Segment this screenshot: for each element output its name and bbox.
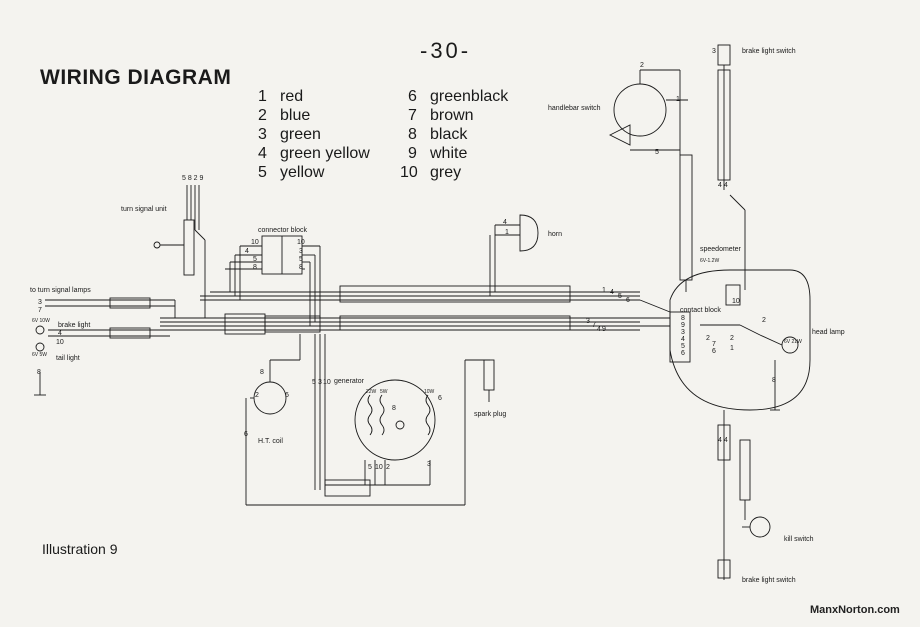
wire-number: 7	[592, 322, 596, 329]
wire-number: 5	[655, 149, 659, 156]
wire-number: 7	[38, 307, 42, 314]
wire-number: 10	[732, 298, 740, 305]
wire-number: 2	[730, 335, 734, 342]
wire-number: 6	[681, 350, 685, 357]
wire-number: 8	[681, 315, 685, 322]
wire-number: 2	[640, 62, 644, 69]
wire-number: 10	[297, 239, 305, 246]
wire-number: 1	[602, 287, 606, 294]
wire-number: 9	[602, 326, 606, 333]
wire-number: 3	[427, 461, 431, 468]
head-lamp-bulb: 6V 21W	[784, 339, 802, 345]
wire-number: 6	[438, 395, 442, 402]
wire-number: 8	[299, 264, 303, 271]
wire-number: 4	[245, 248, 249, 255]
wire-number: 4	[610, 289, 614, 296]
wire-number: 10	[251, 239, 259, 246]
handlebar-switch-label: handlebar switch	[548, 105, 601, 112]
brake-switch-top-label: brake light switch	[742, 48, 796, 55]
turn-signal-unit-label: turn signal unit	[121, 206, 167, 213]
wire-number: 8	[37, 369, 41, 376]
kill-switch-label: kill switch	[784, 536, 814, 543]
wire-number: 4 4	[718, 437, 728, 444]
wire-number: 9	[681, 322, 685, 329]
wire-number: 3	[318, 379, 322, 386]
wire-number: 8	[253, 264, 257, 271]
page-number: -30-	[420, 38, 472, 63]
wire-number: 8	[772, 377, 776, 384]
contact-block-label: contact block	[680, 307, 721, 314]
bulb-6v5w: 6V 5W	[32, 352, 47, 358]
tail-light-label: tail light	[56, 355, 80, 362]
wire-number: 5	[368, 464, 372, 471]
wire-number: 1	[730, 345, 734, 352]
wire-number: 3	[712, 48, 716, 55]
gen-22w: 22W	[366, 389, 377, 395]
wire-number: 3	[299, 248, 303, 255]
wire-number: 6	[285, 392, 289, 399]
wire-number: 4 4	[718, 182, 728, 189]
horn-label: horn	[548, 231, 562, 238]
illustration-caption: Illustration 9	[42, 541, 118, 557]
wire-number: 10	[375, 464, 383, 471]
wire-number: 5	[312, 379, 316, 386]
wire-number: 10	[56, 339, 64, 346]
spark-plug-label: spark plug	[474, 411, 506, 418]
wire-number: 2	[706, 335, 710, 342]
wire-number: 7	[712, 341, 716, 348]
speedometer-label: speedometer	[700, 246, 742, 253]
brake-switch-bottom-label: brake light switch	[742, 577, 796, 584]
wire-number: 3	[681, 329, 685, 336]
turn-signal-wires-label: 5 8 2 9	[182, 175, 204, 182]
gen-5w: 5W	[380, 389, 388, 395]
connector-block-label: connector block	[258, 227, 308, 234]
diagram-title: WIRING DIAGRAM	[40, 66, 232, 89]
wire-number: 3	[586, 318, 590, 325]
wire-number: 5	[681, 343, 685, 350]
wire-number: 5	[618, 293, 622, 300]
wire-number: 5	[299, 256, 303, 263]
bulb-6v10w: 6V 10W	[32, 318, 50, 324]
wire-number: 4	[681, 336, 685, 343]
wire-number: 8	[392, 405, 396, 412]
wire-number: 6	[244, 431, 248, 438]
brake-light-label: brake light	[58, 322, 90, 329]
wire-number: 5	[253, 256, 257, 263]
wire-number: 4	[58, 330, 62, 337]
turn-lamps-label: to turn signal lamps	[30, 287, 91, 294]
wire-number: 6	[712, 348, 716, 355]
wire-number: 2	[386, 464, 390, 471]
wire-number: 2	[762, 317, 766, 324]
wire-number: 1	[676, 96, 680, 103]
head-lamp-label: head lamp	[812, 329, 845, 336]
wire-number: 2	[255, 392, 259, 399]
gen-10w: 10W	[424, 389, 435, 395]
wire-number: 4	[597, 326, 601, 333]
wire-number: 10	[323, 379, 331, 386]
wire-number: 3	[38, 299, 42, 306]
wire-number: 8	[260, 369, 264, 376]
watermark: ManxNorton.com	[810, 604, 900, 616]
wire-number: 4	[503, 219, 507, 226]
wire-number: 1	[505, 229, 509, 236]
wire-number: 6	[626, 297, 630, 304]
speedometer-bulb: 6V-1.2W	[700, 258, 719, 264]
generator-label: generator	[334, 378, 365, 385]
ht-coil-label: H.T. coil	[258, 438, 283, 445]
